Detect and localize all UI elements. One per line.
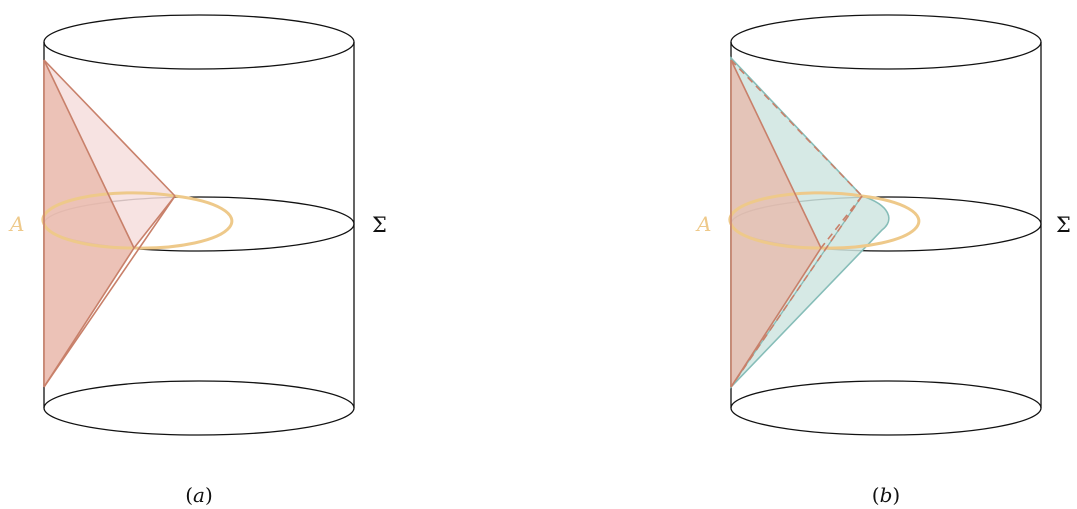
region-label-b: A xyxy=(695,212,711,236)
slice-label-b: Σ xyxy=(1056,213,1071,237)
bottom-cap-a xyxy=(43,380,355,436)
top-cap-b xyxy=(730,14,1042,70)
panel-b: A Σ (b) xyxy=(695,14,1071,507)
region-a-ring-a xyxy=(41,191,234,250)
caption-a: (a) xyxy=(185,483,213,507)
region-a-ring-b xyxy=(728,191,921,250)
top-cap-a xyxy=(43,14,355,70)
causal-wedge-b xyxy=(728,59,921,388)
panel-a: A Σ (a) xyxy=(8,14,387,507)
wedge-edge-b5 xyxy=(730,247,822,388)
wedge-edge-a5 xyxy=(43,195,176,388)
wedge-edge-a2 xyxy=(43,59,135,249)
wedge-edge-b1 xyxy=(730,59,822,249)
wedge-edge-b4 xyxy=(730,195,863,388)
caption-b: (b) xyxy=(872,483,900,507)
wedge-front-face-a xyxy=(44,60,134,387)
region-label-a: A xyxy=(8,212,24,236)
slice-label-a: Σ xyxy=(372,213,387,237)
wedge-edge-a1 xyxy=(43,59,176,197)
causal-wedge-a xyxy=(41,59,234,388)
wedge-front-face-b xyxy=(731,60,821,387)
wedge-edge-b2 xyxy=(730,59,863,197)
bottom-cap-b xyxy=(730,380,1042,436)
